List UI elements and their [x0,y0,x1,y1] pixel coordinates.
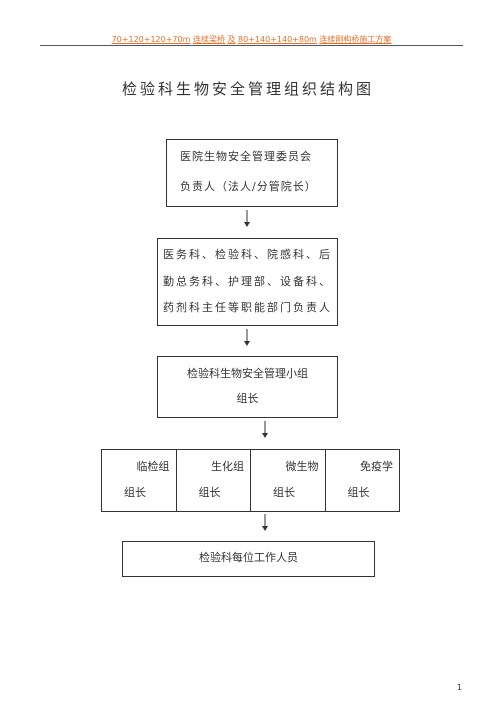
lab-safety-group-name: 检验科生物安全管理小组 [187,367,308,380]
committee-head: 负责人（法人/分管院长） [180,180,317,193]
subgroup-row: 临检组 组长 生化组 组长 微生物 组长 免疫学 组长 [101,449,400,512]
header-part3: 及 [227,35,236,44]
header-part1: 70+120+120+70m [111,35,191,44]
arrow-down-icon [244,210,250,227]
staff-label: 检验科每位工作人员 [199,551,298,564]
departments-line-2: 勤总务科、护理部、设备科、 [163,275,332,288]
committee-name: 医院生物安全管理委员会 [180,150,312,163]
subgroup-cell: 生化组 组长 [177,450,251,511]
header-part2: 连续梁桥 [192,35,225,44]
arrow-down-icon [244,329,250,346]
departments-line-1: 医务科、检验科、院感科、后 [163,248,332,261]
subgroup-name: 微生物 [285,460,319,473]
lab-safety-group-role: 组长 [236,392,259,405]
lab-safety-group-box: 检验科生物安全管理小组 组长 [157,356,338,418]
arrow-down-icon [262,514,268,531]
header-rule [40,45,463,46]
subgroup-role: 组长 [347,486,370,499]
subgroup-cell: 临检组 组长 [102,450,177,511]
header-part4: 80+140+140+80m [238,35,317,44]
staff-box: 检验科每位工作人员 [122,541,375,577]
document-title: 检验科生物安全管理组织结构图 [121,80,374,98]
subgroup-cell: 免疫学 组长 [326,450,400,511]
arrow-down-icon [262,421,268,438]
subgroup-name: 临检组 [136,460,170,473]
subgroup-name: 免疫学 [360,460,393,473]
running-header: 70+120+120+70m 连续梁桥 及 80+140+140+80m 连续刚… [40,34,463,45]
subgroup-role: 组长 [198,486,221,499]
subgroup-role: 组长 [273,486,295,499]
header-part5: 连续刚构桥施工方案 [319,35,392,44]
committee-box: 医院生物安全管理委员会 负责人（法人/分管院长） [166,139,338,207]
subgroup-cell: 微生物 组长 [251,450,326,511]
page-number: 1 [456,683,462,692]
subgroup-name: 生化组 [211,460,244,473]
departments-line-3: 药剂科主任等职能部门负责人 [163,301,332,314]
departments-box: 医务科、检验科、院感科、后 勤总务科、护理部、设备科、 药剂科主任等职能部门负责… [157,238,338,326]
subgroup-role: 组长 [124,486,146,499]
